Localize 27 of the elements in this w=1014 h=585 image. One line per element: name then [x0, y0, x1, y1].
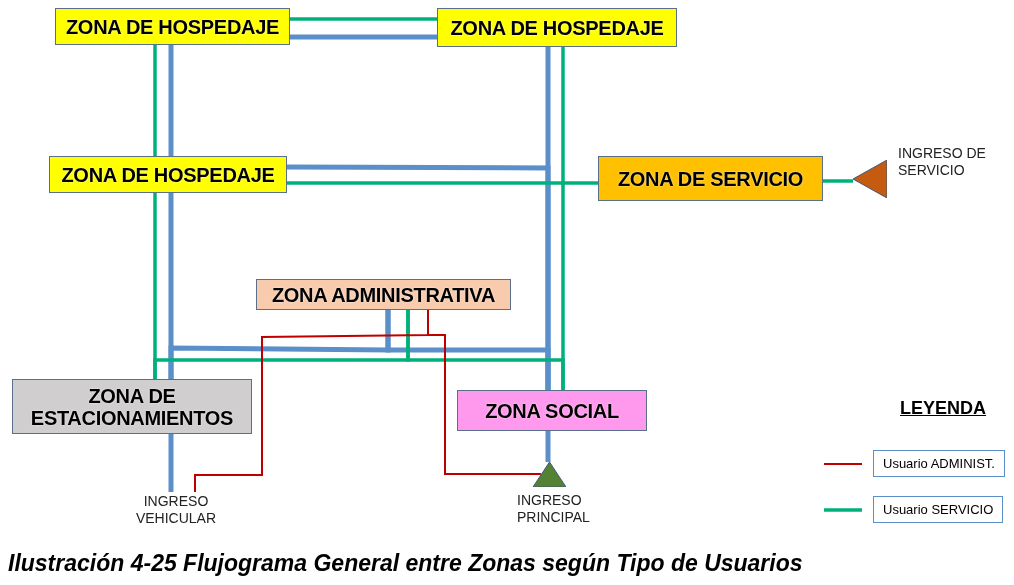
connector-line	[287, 181, 598, 185]
connector-line	[290, 17, 437, 21]
zone-box: ZONA SOCIAL	[457, 390, 647, 431]
legend-label: Usuario SERVICIO	[873, 496, 1004, 523]
zone-box: ZONA DE HOSPEDAJE	[437, 8, 677, 47]
entrance-label: INGRESO PRINCIPAL	[517, 492, 591, 526]
legend-heading: LEYENDA	[900, 398, 986, 419]
triangle-marker	[853, 160, 887, 198]
connector-line	[545, 431, 551, 462]
zone-box: ZONA DE HOSPEDAJE	[55, 8, 290, 45]
zone-box: ZONA DE ESTACIONAMIENTOS	[12, 379, 252, 434]
legend-label: Usuario ADMINIST.	[873, 450, 1005, 477]
connector-line	[427, 309, 542, 475]
connector-line	[385, 310, 551, 390]
zone-box: ZONA DE SERVICIO	[598, 156, 823, 201]
connector-line	[823, 179, 853, 183]
triangle-marker	[533, 462, 566, 487]
caption: Ilustración 4-25 Flujograma General entre Zonas según Tipo de Usuarios	[8, 550, 803, 577]
zone-box: ZONA ADMINISTRATIVA	[256, 279, 511, 310]
zone-box: ZONA DE HOSPEDAJE	[49, 156, 287, 193]
entrance-label: INGRESO VEHICULAR	[121, 492, 231, 528]
connector-line	[406, 310, 565, 390]
connector-line	[168, 434, 174, 492]
connector-line	[290, 34, 437, 40]
entrance-label: INGRESO DE SERVICIO	[898, 145, 987, 179]
connector-line	[168, 45, 174, 156]
connector-line	[153, 45, 157, 156]
